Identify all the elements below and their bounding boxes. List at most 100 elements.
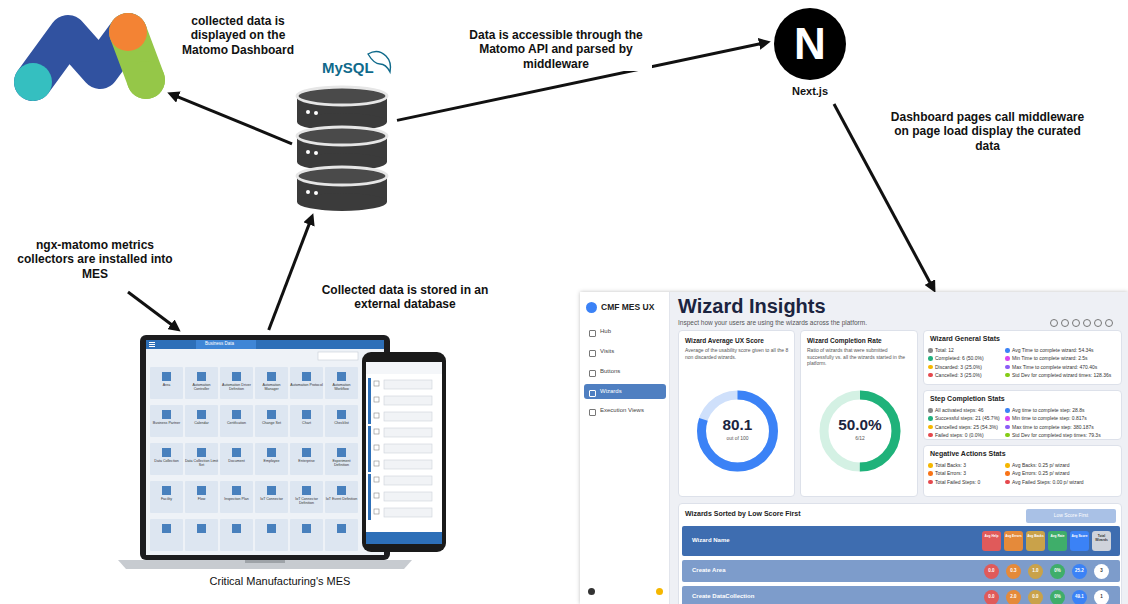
shape [220,443,253,475]
tile-label: Automation Protocol [290,384,323,388]
shape [374,477,379,482]
shape [150,443,183,475]
database-art [297,51,391,211]
card-title: Negative Actions Stats [930,450,1006,458]
shape [220,367,253,399]
nav-icon [589,390,596,397]
shape [337,448,346,457]
shape [374,493,379,498]
value-badge: 25.2 [1072,564,1087,579]
tile-label: Automation Driver Definition [220,384,253,392]
shape [384,444,432,453]
brand-name: CMF MES UX [601,302,654,312]
db-brand: MySQL [322,60,374,75]
status-dot [928,416,933,421]
shape [384,460,432,469]
shape [197,410,206,419]
shape [267,372,276,381]
logo-box: collected data is displayed on the Matom… [3,10,168,102]
shape [232,486,241,495]
nav-item: Buttons [600,368,620,375]
tile-label: Automation Manager [255,384,288,392]
shape [220,481,253,513]
shape [306,110,310,114]
stat-line: Cancelled: 3 (25.0%) [935,372,982,378]
shape [374,397,379,402]
card-title: Wizard General Stats [930,335,1000,343]
tile-label: Flow [185,498,218,502]
badge-text: Avg Backs [1026,535,1045,539]
shape [314,191,318,195]
shape [374,413,379,418]
column-badge: Avg Help [982,531,1001,551]
caption: Critical Manufacturing's MES [150,575,410,588]
status-dot [1005,463,1010,468]
shape [374,461,379,466]
status-dot [928,463,933,468]
tile-label: Experiment Definition [325,460,358,468]
badge-value: 25.2 [1072,568,1087,573]
tile-label: Data Collection Limit Set [185,460,218,468]
shape [302,486,311,495]
shape [297,167,387,185]
stat-line: Max time to complete step: 380.187s [1012,424,1094,430]
table-header: Wizard Name Avg HelpAvg ErrorsAvg BacksAv… [682,526,1120,556]
shape [150,405,183,437]
card-description: Average of the usability score given to … [685,347,790,360]
sub-number: 6/12 [801,436,919,442]
stat-line: Min time to complete step: 0.817s [1012,415,1087,421]
brand-dot [586,302,597,313]
value-badge: 0% [1050,564,1065,579]
edge-label: Collected data is stored in an external … [316,283,494,312]
card-title: Wizard Average UX Score [685,337,790,345]
shape [162,410,171,419]
nav-icon [589,330,596,337]
card-title: Step Completion Stats [930,395,1005,403]
page-title: Wizard Insights [678,295,826,317]
sidebar: CMF MES UXHubVisitsButtonsWizardsExecuti… [580,292,670,604]
value-badge: 0.3 [1006,564,1021,579]
stats-card: Negative Actions StatsTotal Backs: 3Tota… [923,445,1122,497]
shape [302,372,311,381]
tile-label: Document [220,460,253,464]
stats-card: Wizard General StatsTotal: 12Completed: … [923,330,1122,385]
badge-text: Avg Rate [1048,535,1067,539]
leader-arrow [128,292,172,325]
shape [368,474,371,520]
shape [197,372,206,381]
stat-line: Failed steps: 0 (0.0%) [935,432,984,438]
shape [297,87,387,105]
toolbar-icon [1072,319,1080,327]
edge-label: Dashboard pages call middleware on page … [890,110,1085,153]
shape [302,524,311,533]
value-badge: 49.1 [1072,590,1087,604]
value-badge: 0.0 [1028,590,1043,604]
connector-arrow [177,97,292,144]
database-box: MySQL [292,58,397,214]
shape [185,367,218,399]
shape [197,486,206,495]
shape [255,405,288,437]
nav-icon [589,370,596,377]
column-badge: Avg Errors [1004,531,1023,551]
status-dot [928,348,933,353]
value-badge: 1.0 [1028,564,1043,579]
status-dot [928,356,933,361]
shape [255,443,288,475]
tile-grid [150,367,358,551]
sort-button: Low Score First [1026,509,1116,523]
stat-line: Std Dev for completed step times: 79.3s [1012,432,1101,438]
big-number: 80.1 [679,417,796,432]
shape [374,509,379,514]
sub-number: out of 100 [679,436,796,442]
shape [374,445,379,450]
column-header: Wizard Name [692,537,730,544]
badge-value: 0.0 [984,594,999,599]
shape [325,519,358,551]
badge-value: 0.3 [1006,568,1021,573]
column-badge: Avg Backs [1026,531,1045,551]
shape [314,111,318,115]
status-dot [1005,480,1010,485]
